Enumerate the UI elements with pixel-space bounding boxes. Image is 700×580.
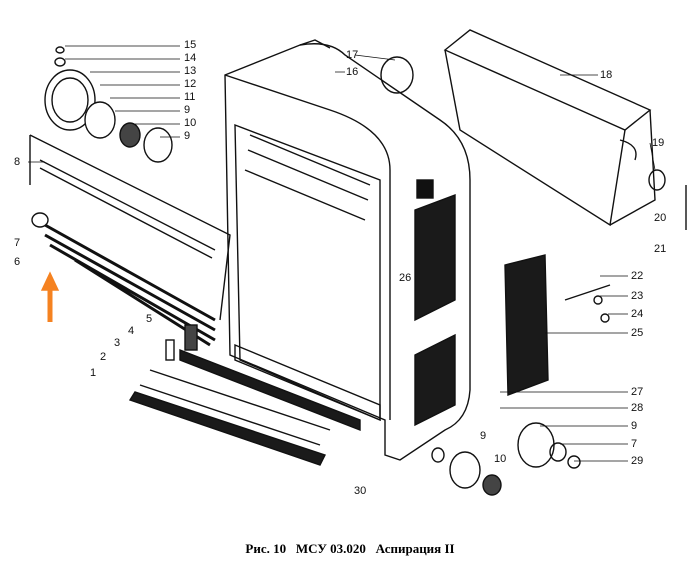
part-number-label: 9 [184,104,191,116]
part-number-label: 25 [631,327,644,339]
part-number-label: 21 [654,243,667,255]
part-number-label: 3 [114,337,121,349]
part-number-label: 24 [631,308,644,320]
part-number-label: 5 [146,313,153,325]
highlight-arrow-icon [40,271,60,322]
part-number-label: 10 [184,117,197,129]
part-number-label: 27 [631,386,644,398]
part-number-label: 30 [354,485,367,497]
small-parts-right [380,56,687,496]
part-number-label: 22 [631,270,644,282]
part-number-label: 9 [631,420,638,432]
part-number-label: 2 [100,351,107,363]
part-number-label: 28 [631,402,644,414]
washer-part-7 [31,212,49,228]
part-number-label: 1 [90,367,97,379]
housing-frame [224,39,471,461]
part-number-label: 15 [184,39,197,51]
trough-part-18 [443,29,656,227]
leader-lines [28,45,656,462]
part-number-label: 7 [631,438,638,450]
shaft-part-8 [29,134,231,321]
part-number-label: 9 [184,130,191,142]
part-number-label: 20 [654,212,667,224]
pulley-stack [44,46,173,163]
part-number-label: 11 [184,91,196,103]
part-number-label: 29 [631,455,644,467]
part-number-label: 10 [494,453,507,465]
part-number-label: 23 [631,290,644,302]
screen-panel-25 [504,254,549,397]
part-number-label: 16 [346,66,359,78]
part-number-label: 7 [14,237,21,249]
part-number-label: 12 [184,78,197,90]
part-number-label: 14 [184,52,197,64]
rotor-part-6 [44,223,216,347]
part-number-label: 9 [480,430,487,442]
part-number-label: 8 [14,156,21,168]
part-number-label: 18 [600,69,613,81]
strips-parts-1-3 [128,324,361,466]
figure-caption: Рис. 10 МСУ 03.020 Аспирация II [245,541,455,556]
part-number-label: 6 [14,256,21,268]
part-number-label: 19 [652,137,665,149]
part-number-label: 4 [128,325,135,337]
part-number-label: 26 [399,272,412,284]
part-number-label: 17 [346,49,359,61]
part-number-label: 13 [184,65,197,77]
